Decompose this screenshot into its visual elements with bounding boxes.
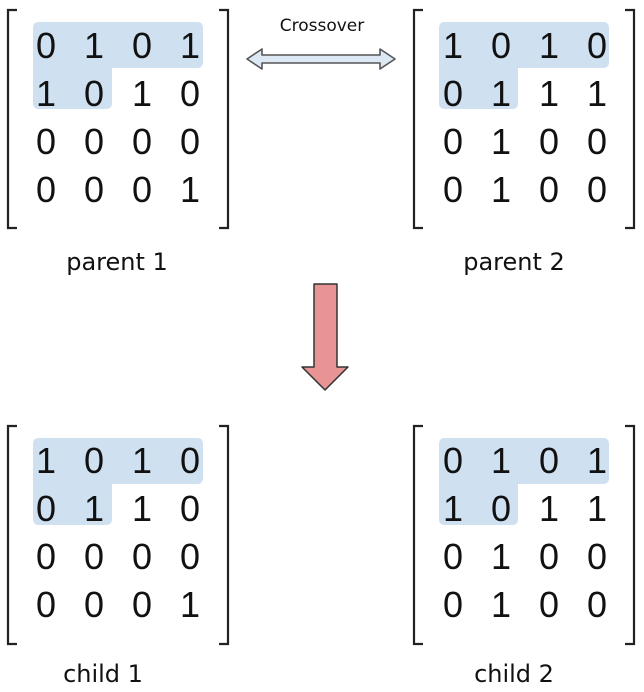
matrix-right-bracket (625, 8, 636, 230)
matrix-cell: 0 (36, 488, 56, 529)
matrix-cell: 0 (36, 584, 56, 625)
matrix-cell: 0 (180, 440, 200, 481)
matrix-cell: 0 (36, 121, 56, 162)
matrix-cell: 0 (36, 536, 56, 577)
matrix-cell: 0 (443, 169, 463, 210)
matrix-cell: 1 (132, 488, 152, 529)
matrix-cell: 1 (132, 73, 152, 114)
matrix-cell: 0 (84, 121, 104, 162)
matrix-cell: 0 (587, 584, 607, 625)
matrix-cell: 0 (587, 25, 607, 66)
matrix-cell: 1 (443, 488, 463, 529)
matrix-cell: 1 (539, 73, 559, 114)
matrix-left-bracket (412, 8, 423, 230)
matrix-left-bracket (6, 424, 17, 646)
matrix-cell: 1 (539, 25, 559, 66)
matrix-cell: 0 (84, 73, 104, 114)
matrix-cell: 0 (180, 73, 200, 114)
matrix-caption: parent 1 (66, 248, 168, 276)
matrix-cell: 1 (587, 440, 607, 481)
matrix-cell: 1 (180, 584, 200, 625)
matrix-left-bracket (6, 8, 17, 230)
matrix-right-bracket (625, 424, 636, 646)
matrix-cell: 0 (587, 121, 607, 162)
matrix-left-bracket (412, 424, 423, 646)
matrix-cell: 1 (539, 488, 559, 529)
matrix-right-bracket (219, 8, 230, 230)
matrix-cell: 1 (587, 73, 607, 114)
matrix-cell: 0 (443, 73, 463, 114)
matrix-cell: 1 (587, 488, 607, 529)
matrix-cell: 1 (132, 440, 152, 481)
crossover-segment-highlight (33, 22, 203, 109)
matrix-cell: 0 (132, 584, 152, 625)
matrix-cell: 0 (36, 25, 56, 66)
matrix-cell: 0 (84, 440, 104, 481)
matrix-cell: 1 (491, 169, 511, 210)
matrix-cell: 0 (443, 584, 463, 625)
crossover-segment-highlight (33, 438, 203, 525)
matrix-cell: 0 (587, 536, 607, 577)
crossover-segment-highlight (439, 22, 609, 109)
matrix-cell: 0 (132, 121, 152, 162)
matrix-cell: 1 (180, 169, 200, 210)
matrix-cell: 0 (539, 584, 559, 625)
matrix-cell: 1 (491, 536, 511, 577)
matrix-cell: 0 (491, 488, 511, 529)
matrix-caption: parent 2 (463, 248, 565, 276)
matrix-cell: 1 (180, 25, 200, 66)
matrix-cell: 0 (539, 536, 559, 577)
matrix-cell: 0 (36, 169, 56, 210)
matrix-cell: 1 (443, 25, 463, 66)
matrix-cell: 0 (491, 25, 511, 66)
matrix-cell: 0 (180, 488, 200, 529)
crossover-label: Crossover (280, 16, 365, 36)
matrix-cell: 0 (180, 121, 200, 162)
matrix-cell: 1 (491, 121, 511, 162)
matrix-cell: 1 (84, 25, 104, 66)
matrix-cell: 0 (539, 440, 559, 481)
matrix-caption: child 2 (474, 660, 554, 688)
matrix-cell: 0 (539, 121, 559, 162)
matrix-cell: 1 (491, 584, 511, 625)
crossover-segment-highlight (439, 438, 609, 525)
matrix-cell: 1 (36, 440, 56, 481)
matrix-right-bracket (219, 424, 230, 646)
matrix-caption: child 1 (63, 660, 143, 688)
matrix-cell: 0 (587, 169, 607, 210)
matrix-cell: 0 (84, 584, 104, 625)
matrix-cell: 1 (491, 73, 511, 114)
matrix-cell: 0 (443, 440, 463, 481)
generation-down-arrow (301, 283, 349, 391)
matrix-cell: 0 (180, 536, 200, 577)
matrix-cell: 1 (84, 488, 104, 529)
matrix-cell: 0 (84, 169, 104, 210)
matrix-cell: 0 (443, 536, 463, 577)
matrix-cell: 0 (84, 536, 104, 577)
matrix-cell: 0 (132, 536, 152, 577)
matrix-cell: 0 (539, 169, 559, 210)
crossover-swap-arrow (246, 48, 396, 70)
matrix-cell: 1 (491, 440, 511, 481)
matrix-cell: 0 (132, 169, 152, 210)
matrix-cell: 0 (443, 121, 463, 162)
matrix-cell: 1 (36, 73, 56, 114)
matrix-cell: 0 (132, 25, 152, 66)
